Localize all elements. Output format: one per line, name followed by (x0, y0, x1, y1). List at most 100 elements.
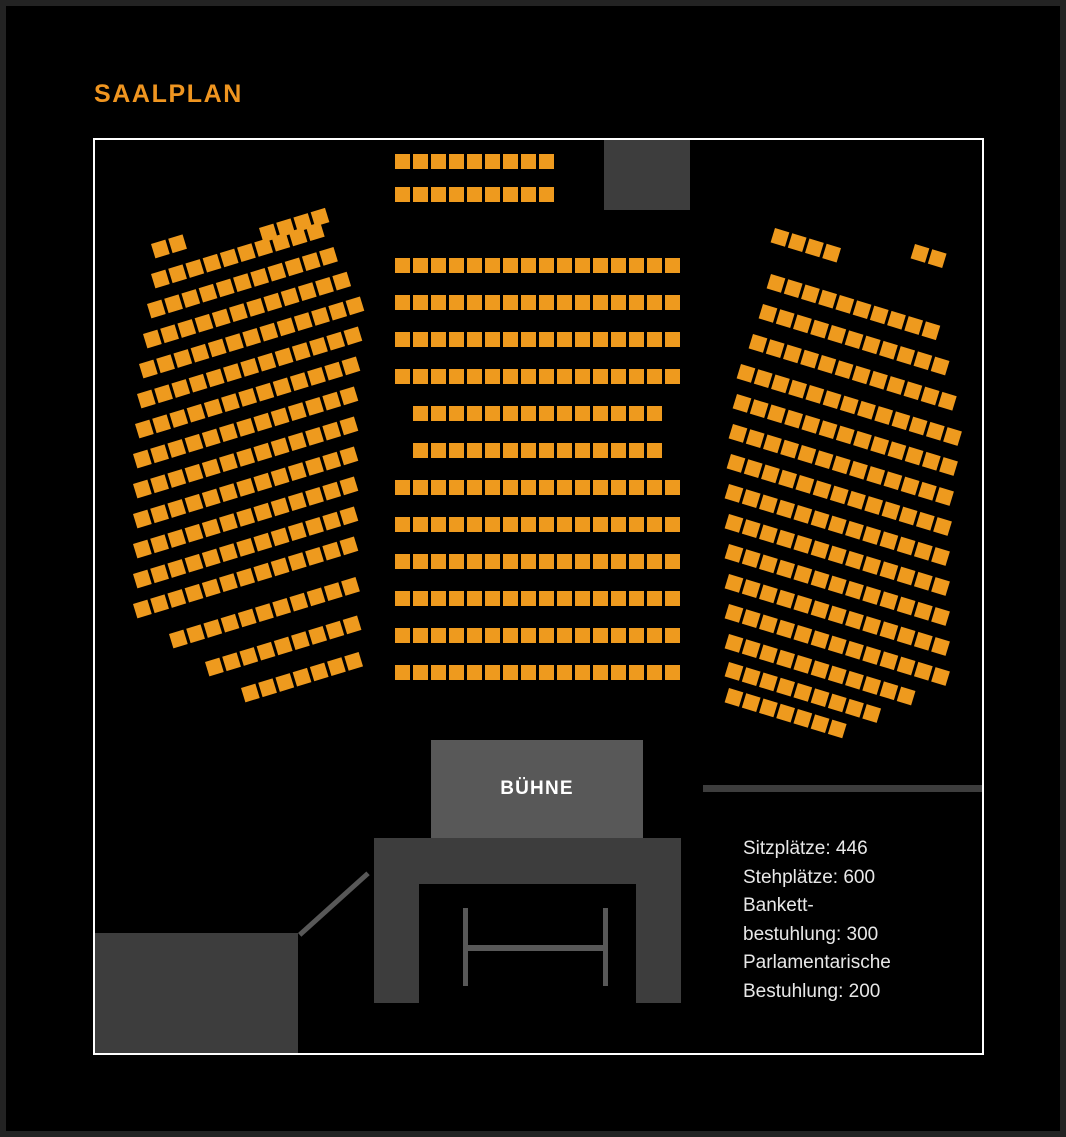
seat[interactable] (879, 340, 898, 360)
seat[interactable] (896, 596, 916, 616)
seat[interactable] (339, 386, 359, 406)
seat[interactable] (449, 628, 464, 643)
seat[interactable] (829, 485, 849, 505)
seat[interactable] (665, 665, 680, 680)
seat[interactable] (665, 480, 680, 495)
seat[interactable] (270, 527, 290, 547)
seat[interactable] (810, 660, 830, 680)
seat[interactable] (270, 407, 290, 427)
seat[interactable] (326, 331, 346, 351)
seat[interactable] (818, 420, 838, 440)
seat[interactable] (236, 508, 256, 527)
seat[interactable] (629, 665, 644, 680)
seat[interactable] (270, 467, 290, 487)
seat[interactable] (647, 517, 662, 532)
seat[interactable] (776, 677, 795, 697)
seat[interactable] (276, 317, 296, 337)
seat[interactable] (253, 562, 273, 582)
seat[interactable] (167, 499, 187, 518)
seat[interactable] (201, 428, 221, 448)
seat[interactable] (827, 635, 847, 655)
seat[interactable] (184, 553, 204, 573)
seat[interactable] (431, 154, 446, 169)
seat[interactable] (395, 154, 410, 169)
seat[interactable] (239, 647, 259, 666)
seat[interactable] (539, 369, 554, 384)
seat[interactable] (257, 352, 277, 372)
seat[interactable] (133, 539, 152, 559)
seat[interactable] (896, 566, 916, 586)
seat[interactable] (201, 548, 221, 568)
seat[interactable] (847, 490, 866, 510)
seat[interactable] (139, 359, 158, 379)
seat[interactable] (184, 433, 204, 453)
seat[interactable] (241, 683, 260, 703)
seat[interactable] (913, 601, 933, 621)
seat[interactable] (305, 516, 324, 536)
seat[interactable] (220, 613, 240, 633)
seat[interactable] (818, 289, 837, 309)
seat[interactable] (171, 379, 191, 398)
seat[interactable] (485, 443, 500, 458)
seat[interactable] (154, 384, 173, 404)
seat[interactable] (201, 578, 221, 598)
seat[interactable] (467, 443, 482, 458)
seat[interactable] (323, 582, 343, 601)
seat[interactable] (611, 332, 626, 347)
seat[interactable] (186, 403, 206, 423)
seat[interactable] (324, 361, 344, 381)
seat[interactable] (665, 258, 680, 273)
seat[interactable] (835, 425, 855, 445)
seat[interactable] (862, 586, 882, 605)
seat[interactable] (539, 480, 554, 495)
seat[interactable] (810, 630, 830, 650)
seat[interactable] (322, 421, 342, 441)
seat[interactable] (593, 628, 608, 643)
seat[interactable] (503, 517, 518, 532)
seat[interactable] (309, 336, 328, 356)
seat[interactable] (305, 222, 325, 241)
seat[interactable] (887, 310, 906, 330)
seat[interactable] (287, 552, 307, 571)
seat[interactable] (485, 628, 500, 643)
seat[interactable] (793, 595, 813, 614)
seat[interactable] (236, 478, 256, 497)
seat[interactable] (862, 676, 882, 695)
seat[interactable] (862, 556, 882, 575)
seat[interactable] (431, 187, 446, 202)
seat[interactable] (593, 332, 608, 347)
seat[interactable] (150, 444, 169, 464)
seat[interactable] (169, 409, 189, 428)
seat[interactable] (413, 154, 428, 169)
seat[interactable] (238, 388, 258, 407)
seat[interactable] (273, 636, 293, 656)
seat[interactable] (431, 443, 446, 458)
seat[interactable] (253, 442, 273, 462)
seat[interactable] (801, 415, 821, 434)
seat[interactable] (467, 406, 482, 421)
seat[interactable] (787, 233, 807, 252)
seat[interactable] (449, 187, 464, 202)
seat[interactable] (593, 258, 608, 273)
seat[interactable] (776, 559, 795, 579)
seat[interactable] (810, 540, 830, 560)
seat[interactable] (797, 445, 817, 464)
seat[interactable] (270, 437, 290, 457)
seat[interactable] (862, 526, 882, 545)
seat[interactable] (839, 395, 859, 415)
seat[interactable] (395, 665, 410, 680)
seat[interactable] (724, 662, 744, 681)
seat[interactable] (185, 259, 205, 278)
seat[interactable] (167, 529, 187, 548)
seat[interactable] (253, 502, 273, 522)
seat[interactable] (184, 463, 204, 483)
seat[interactable] (845, 670, 864, 690)
seat[interactable] (593, 443, 608, 458)
seat[interactable] (793, 655, 813, 674)
seat[interactable] (539, 554, 554, 569)
seat[interactable] (449, 154, 464, 169)
seat[interactable] (874, 406, 894, 425)
seat[interactable] (766, 274, 786, 293)
seat[interactable] (758, 304, 778, 323)
seat[interactable] (822, 243, 841, 263)
